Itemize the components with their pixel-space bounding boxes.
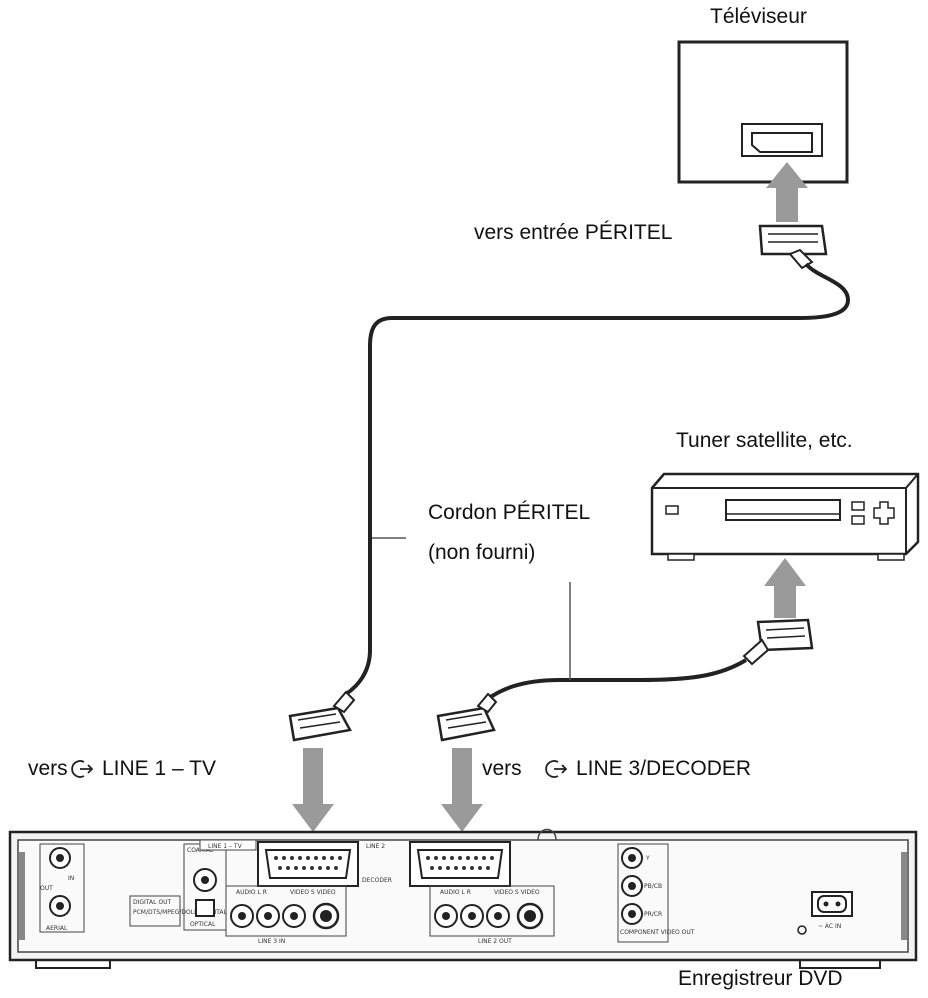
to-line3-label: LINE 3/DECODER xyxy=(576,757,752,780)
to-line3-prefix: vers xyxy=(482,757,522,780)
television xyxy=(677,40,849,184)
tv-label: Téléviseur xyxy=(710,5,807,28)
panel-decoder-label: DECODER xyxy=(362,877,392,884)
scart-cable-tv xyxy=(344,262,851,696)
to-line1-prefix: vers xyxy=(28,757,68,780)
not-supplied-label: (non fourni) xyxy=(428,541,536,564)
scart-cable-tuner xyxy=(484,658,748,702)
line3-in-label: LINE 3 IN xyxy=(258,938,285,945)
panel-line1-tv-label: LINE 1 – TV xyxy=(208,843,243,850)
line3-video-label: VIDEO S VIDEO xyxy=(290,889,336,896)
tuner-scart-plug-icon xyxy=(742,618,814,666)
arrow-to-line1 xyxy=(292,748,334,832)
to-scart-input-label: vers entrée PÉRITEL xyxy=(474,221,673,244)
arrow-to-tuner xyxy=(764,558,806,618)
line1-scart-plug-icon xyxy=(288,690,356,742)
line-input-arrow-icon xyxy=(545,760,568,778)
line2-audio-label: AUDIO L R xyxy=(440,889,471,896)
arrow-to-tv xyxy=(766,162,808,222)
tv-scart-plug-icon xyxy=(758,224,828,270)
rf-in-label: IN xyxy=(68,875,74,882)
y-label: Y xyxy=(645,855,650,862)
line2-out-label: LINE 2 OUT xyxy=(478,938,512,945)
digital-out-label: DIGITAL OUT xyxy=(133,899,171,906)
line2-video-label: VIDEO S VIDEO xyxy=(494,889,540,896)
tv-scart-socket-icon xyxy=(741,123,823,157)
dvd-recorder-rear-panel: IN OUT AERIAL DIGITAL OUT PCM/DTS/MPEG/D… xyxy=(8,828,918,969)
satellite-tuner-label: Tuner satellite, etc. xyxy=(676,429,853,452)
pcm-dts-label: PCM/DTS/MPEG/DOLBY DIGITAL xyxy=(133,909,228,916)
line3-audio-label: AUDIO L R xyxy=(236,889,267,896)
rf-out-label: OUT xyxy=(40,885,53,892)
pr-cr-label: PR/CR xyxy=(644,911,662,918)
component-video-out-label: COMPONENT VIDEO OUT xyxy=(620,929,695,936)
satellite-tuner xyxy=(650,472,920,561)
ac-in-label: ~ AC IN xyxy=(818,923,841,930)
aerial-label: AERIAL xyxy=(46,925,68,932)
scart-cable-label: Cordon PÉRITEL xyxy=(428,501,591,524)
arrow-to-line3 xyxy=(441,748,483,832)
line3-scart-plug-icon xyxy=(436,692,498,742)
optical-label: OPTICAL xyxy=(190,921,216,928)
line-input-arrow-icon xyxy=(71,760,94,778)
to-line1-label: LINE 1 – TV xyxy=(102,757,217,780)
panel-line2-label: LINE 2 xyxy=(366,843,385,850)
pb-cb-label: PB/CB xyxy=(644,883,662,890)
dvd-recorder-label: Enregistreur DVD xyxy=(678,967,843,990)
